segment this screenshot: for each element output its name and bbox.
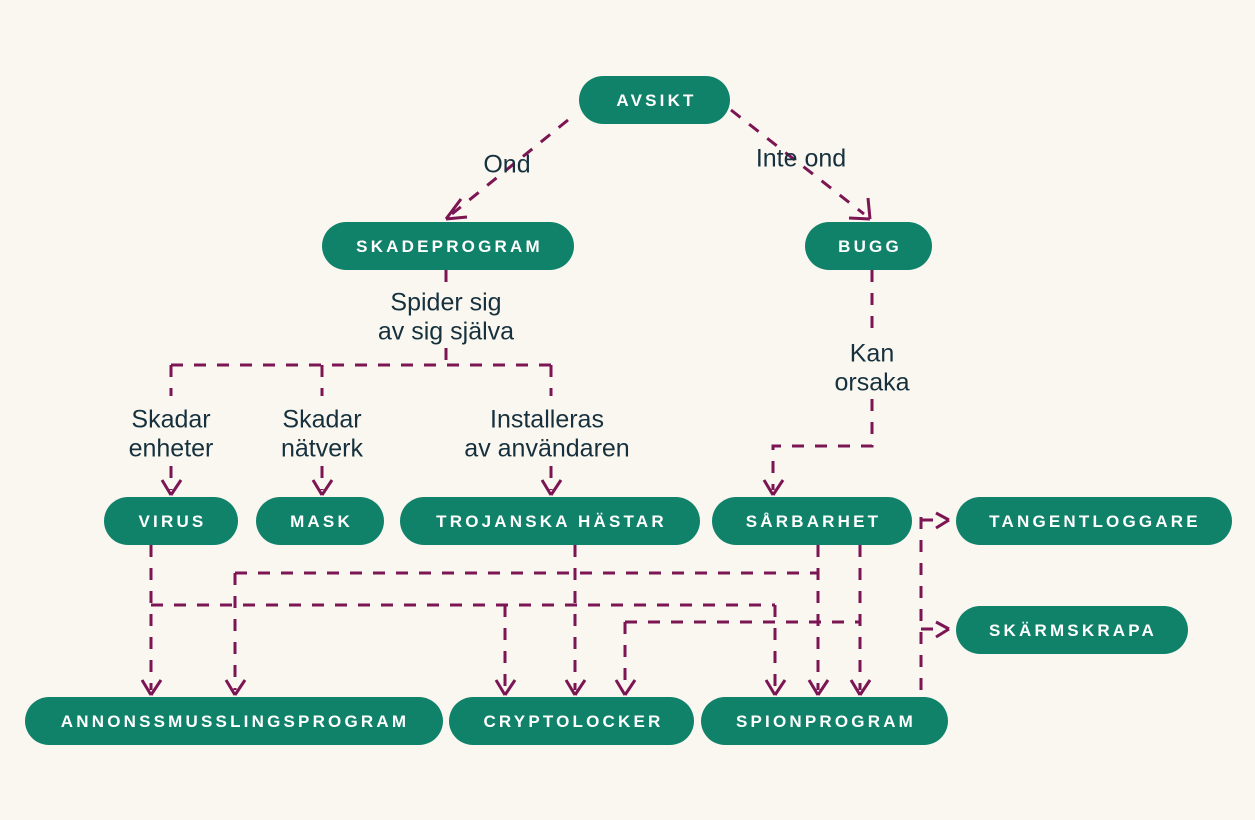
node-pill-skarmskrapa[interactable] bbox=[956, 606, 1188, 654]
edge-label-skadar-natverk-line2: nätverk bbox=[281, 435, 363, 463]
node-bugg[interactable]: BUGG bbox=[805, 222, 932, 270]
edge-skadeprogram-fan bbox=[169, 270, 553, 396]
edge-sarbarhet-spion bbox=[807, 545, 872, 696]
node-pill-trojanska-hastar[interactable] bbox=[400, 497, 700, 545]
node-label-tangentloggare: TANGENTLOGGARE bbox=[989, 512, 1201, 531]
node-skarmskrapa[interactable]: SKÄRMSKRAPA bbox=[956, 606, 1188, 654]
node-skadeprogram[interactable]: SKADEPROGRAM bbox=[322, 222, 574, 270]
edge-label-installeras-line1: Installeras bbox=[490, 406, 604, 434]
edge-spion-right-riser bbox=[919, 511, 950, 690]
edge-label-installeras-line2: av användaren bbox=[464, 435, 629, 463]
node-pill-mask[interactable] bbox=[256, 497, 384, 545]
edge-layer bbox=[140, 108, 950, 696]
node-sarbarhet[interactable]: SÅRBARHET bbox=[712, 497, 912, 545]
edge-bugg-sarbarhet bbox=[762, 270, 874, 496]
node-pill-virus[interactable] bbox=[104, 497, 238, 545]
edge-label-av-sig-sjalva: av sig själva bbox=[378, 318, 514, 346]
edge-trojaner-crypto bbox=[564, 545, 587, 696]
node-label-spionprogram: SPIONPROGRAM bbox=[736, 712, 916, 731]
node-label-mask: MASK bbox=[290, 512, 353, 531]
node-pill-tangentloggare[interactable] bbox=[956, 497, 1232, 545]
node-label-bugg: BUGG bbox=[838, 237, 902, 256]
edge-label-skadar-natverk-line1: Skadar bbox=[282, 406, 361, 434]
node-virus[interactable]: VIRUS bbox=[104, 497, 238, 545]
node-pill-avsikt[interactable] bbox=[579, 76, 730, 124]
node-label-cryptolocker: CRYPTOLOCKER bbox=[483, 712, 663, 731]
node-pill-annonssmusslingsprogram[interactable] bbox=[25, 697, 443, 745]
node-pill-cryptolocker[interactable] bbox=[449, 697, 694, 745]
node-pill-spionprogram[interactable] bbox=[701, 697, 948, 745]
node-layer: AVSIKT SKADEPROGRAM BUGG VIRUS MASK TROJ bbox=[25, 76, 1232, 745]
edge-bus-middle bbox=[151, 603, 787, 696]
edge-skadeprogram-virus bbox=[160, 466, 183, 496]
node-annonssmusslingsprogram[interactable]: ANNONSSMUSSLINGSPROGRAM bbox=[25, 697, 443, 745]
node-label-avsikt: AVSIKT bbox=[616, 91, 696, 110]
edge-label-ond: Ond bbox=[483, 151, 530, 179]
node-label-annonssmusslingsprogram: ANNONSSMUSSLINGSPROGRAM bbox=[61, 712, 409, 731]
node-pill-bugg[interactable] bbox=[805, 222, 932, 270]
node-trojanska-hastar[interactable]: TROJANSKA HÄSTAR bbox=[400, 497, 700, 545]
node-pill-sarbarhet[interactable] bbox=[712, 497, 912, 545]
node-pill-skadeprogram[interactable] bbox=[322, 222, 574, 270]
edge-label-kan-orsaka-line2: orsaka bbox=[834, 369, 909, 397]
node-label-skarmskrapa: SKÄRMSKRAPA bbox=[989, 621, 1157, 640]
edge-bus-upper bbox=[224, 571, 818, 696]
node-cryptolocker[interactable]: CRYPTOLOCKER bbox=[449, 697, 694, 745]
node-label-virus: VIRUS bbox=[139, 512, 207, 531]
node-label-skadeprogram: SKADEPROGRAM bbox=[356, 237, 543, 256]
edge-skadeprogram-trojaner bbox=[540, 466, 563, 496]
edge-label-skadar-enheter-line2: enheter bbox=[129, 435, 214, 463]
edge-avsikt-bugg bbox=[730, 108, 872, 221]
edge-virus-annons bbox=[140, 545, 163, 696]
node-tangentloggare[interactable]: TANGENTLOGGARE bbox=[956, 497, 1232, 545]
edge-label-inte-ond: Inte ond bbox=[756, 145, 846, 173]
edge-bus-lower bbox=[614, 620, 860, 696]
node-spionprogram[interactable]: SPIONPROGRAM bbox=[701, 697, 948, 745]
edge-label-skadar-enheter-line1: Skadar bbox=[131, 406, 210, 434]
node-label-sarbarhet: SÅRBARHET bbox=[746, 512, 882, 531]
node-label-trojanska-hastar: TROJANSKA HÄSTAR bbox=[436, 512, 667, 531]
edge-label-layer: Ond Inte ond Spider sig av sig själva Sk… bbox=[129, 145, 910, 463]
edge-label-kan-orsaka-line1: Kan bbox=[850, 340, 894, 368]
node-avsikt[interactable]: AVSIKT bbox=[579, 76, 730, 124]
edge-skadeprogram-mask bbox=[311, 466, 334, 496]
edge-label-sprider-sig: Spider sig bbox=[390, 289, 501, 317]
edge-avsikt-skadeprogram bbox=[444, 118, 569, 221]
node-mask[interactable]: MASK bbox=[256, 497, 384, 545]
